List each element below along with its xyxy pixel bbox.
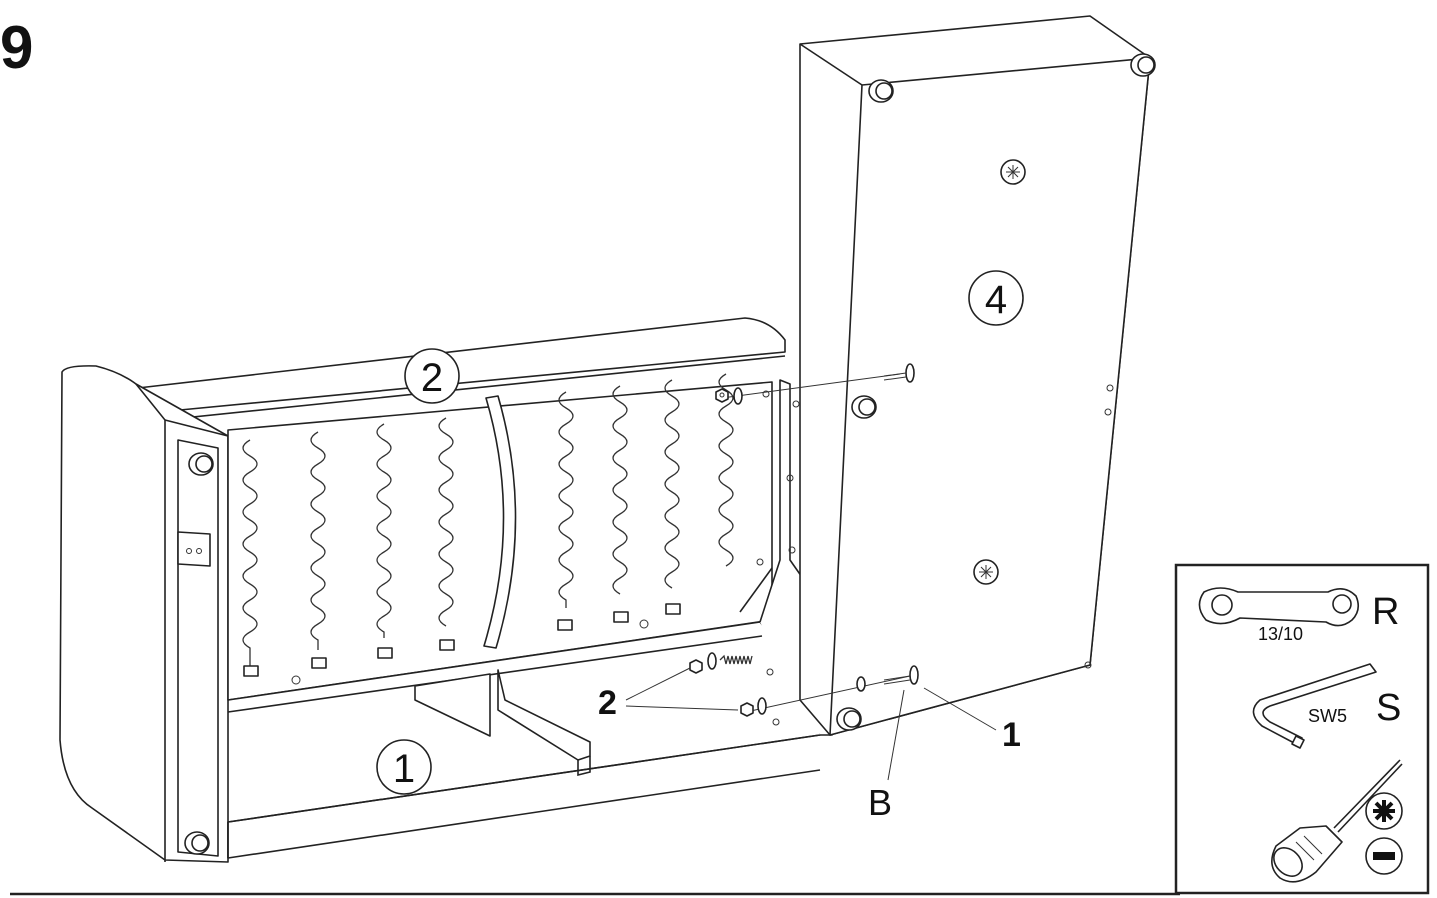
callout-bolt: B: [868, 782, 892, 823]
hardware: [625, 363, 997, 781]
callout-nuts: 2: [598, 684, 617, 722]
part-label-frame: 1: [376, 739, 432, 795]
wrench-letter: R: [1372, 591, 1399, 633]
step-number: 9: [0, 14, 34, 81]
sofa-frame: [59, 317, 860, 863]
svg-text:4: 4: [985, 278, 1007, 322]
back-panel: [799, 15, 1156, 736]
frame-feet: [184, 452, 214, 855]
part-label-back-panel: 4: [968, 270, 1024, 326]
hex-key-size: SW5: [1308, 706, 1347, 726]
phillips-icon: [1365, 792, 1403, 830]
flathead-icon: [1365, 837, 1403, 875]
callout-screw: 1: [1002, 716, 1021, 754]
wrench-icon: [1198, 587, 1360, 627]
part-label-springs: 2: [404, 348, 460, 404]
tools-panel: 13/10 R SW5 S: [1174, 563, 1430, 895]
svg-text:1: 1: [393, 747, 415, 791]
screwdriver-icon: [1271, 759, 1403, 883]
svg-text:2: 2: [421, 356, 443, 400]
seat-springs: [242, 373, 734, 685]
hex-key-letter: S: [1376, 687, 1401, 729]
wrench-size: 13/10: [1258, 624, 1303, 644]
hex-key-icon: [1252, 663, 1377, 749]
